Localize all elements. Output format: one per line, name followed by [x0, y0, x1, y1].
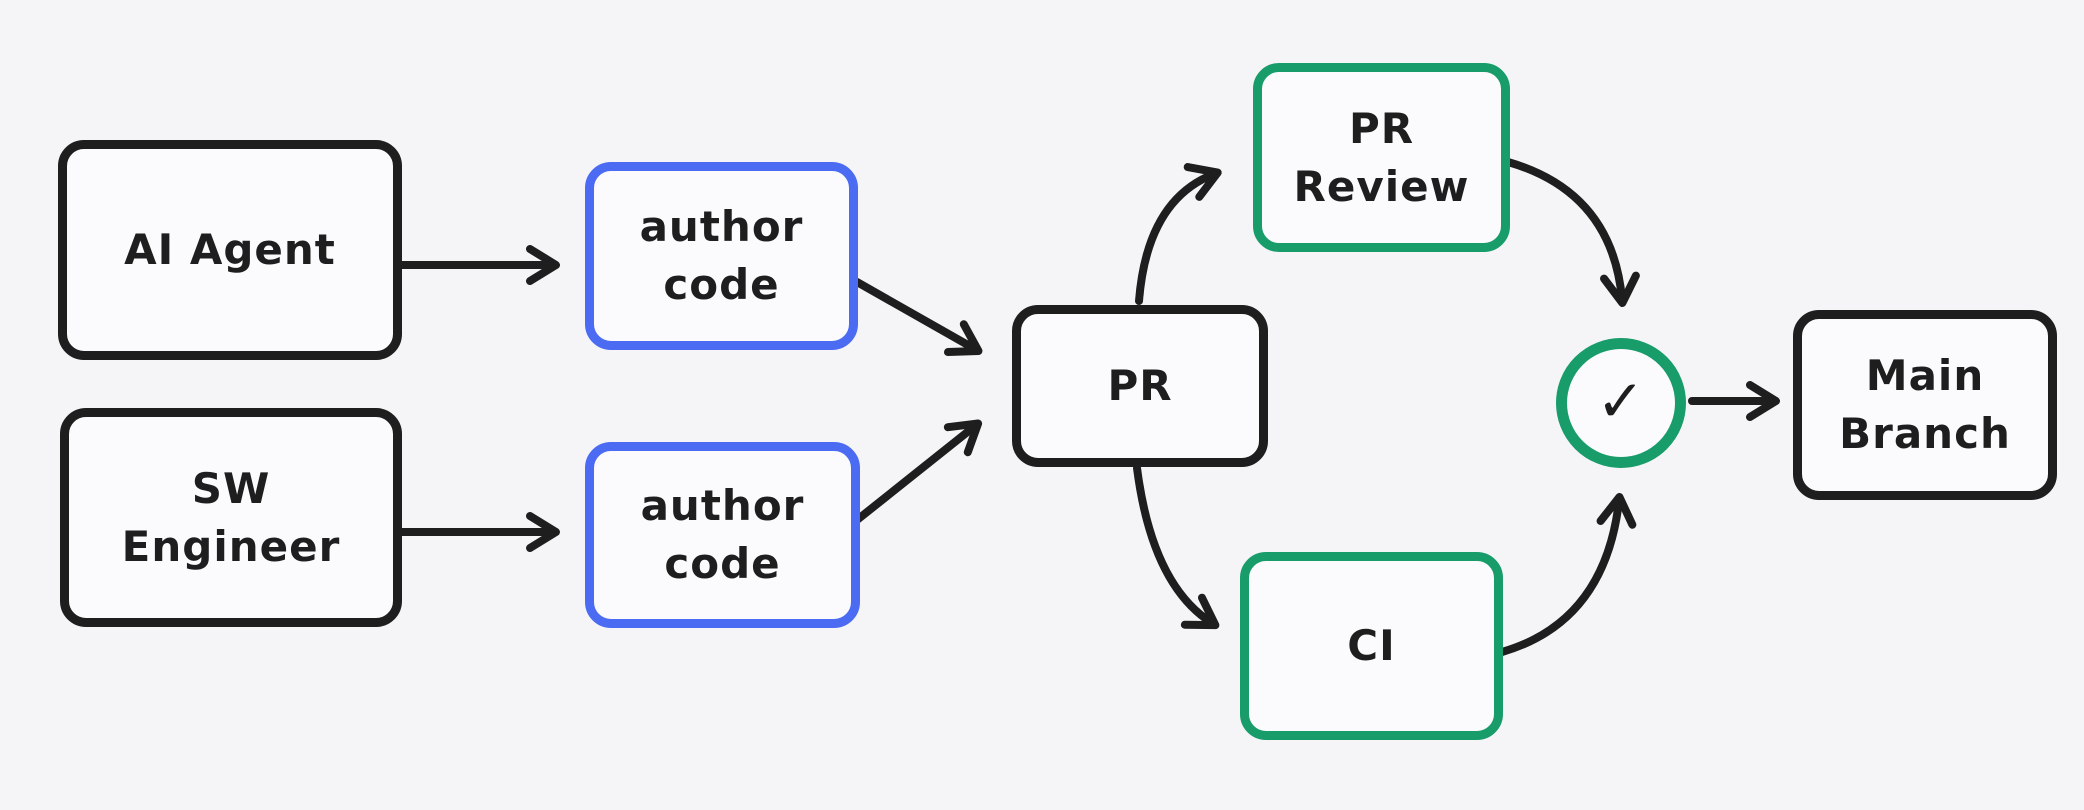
- node-check-circle[interactable]: ✓: [1556, 338, 1686, 468]
- node-main-branch[interactable]: Main Branch: [1793, 310, 2057, 500]
- arrow-pr-to-pr-review[interactable]: [1135, 163, 1222, 305]
- node-label: code: [663, 260, 780, 309]
- node-label: author: [639, 202, 804, 251]
- node-label: Review: [1293, 161, 1470, 211]
- node-author-code-bottom[interactable]: author code: [585, 442, 860, 628]
- arrow-author-code-bottom-to-pr[interactable]: [853, 419, 983, 524]
- arrow-pr-review-to-check[interactable]: [1504, 158, 1640, 307]
- check-icon: ✓: [1596, 367, 1646, 435]
- node-ai-agent[interactable]: AI Agent: [58, 140, 402, 360]
- node-label: code: [664, 539, 781, 588]
- node-label: CI: [1347, 621, 1396, 670]
- node-label: SW: [191, 463, 271, 513]
- node-label: PR: [1107, 361, 1173, 410]
- arrow-ci-to-check[interactable]: [1498, 493, 1637, 656]
- node-label: Branch: [1839, 409, 2011, 458]
- node-label: Main: [1865, 351, 1985, 400]
- arrow-author-code-top-to-pr[interactable]: [853, 278, 983, 357]
- node-label: author: [640, 481, 805, 530]
- arrow-pr-to-ci[interactable]: [1133, 464, 1220, 630]
- node-label: AI Agent: [124, 225, 336, 274]
- node-label: PR: [1348, 103, 1415, 153]
- node-sw-engineer[interactable]: SW Engineer: [60, 408, 402, 627]
- node-pr-review[interactable]: PR Review: [1253, 63, 1510, 252]
- node-ci[interactable]: CI: [1240, 552, 1503, 740]
- node-pr[interactable]: PR: [1012, 305, 1268, 467]
- node-label: Engineer: [121, 521, 341, 571]
- node-author-code-top[interactable]: author code: [585, 162, 858, 350]
